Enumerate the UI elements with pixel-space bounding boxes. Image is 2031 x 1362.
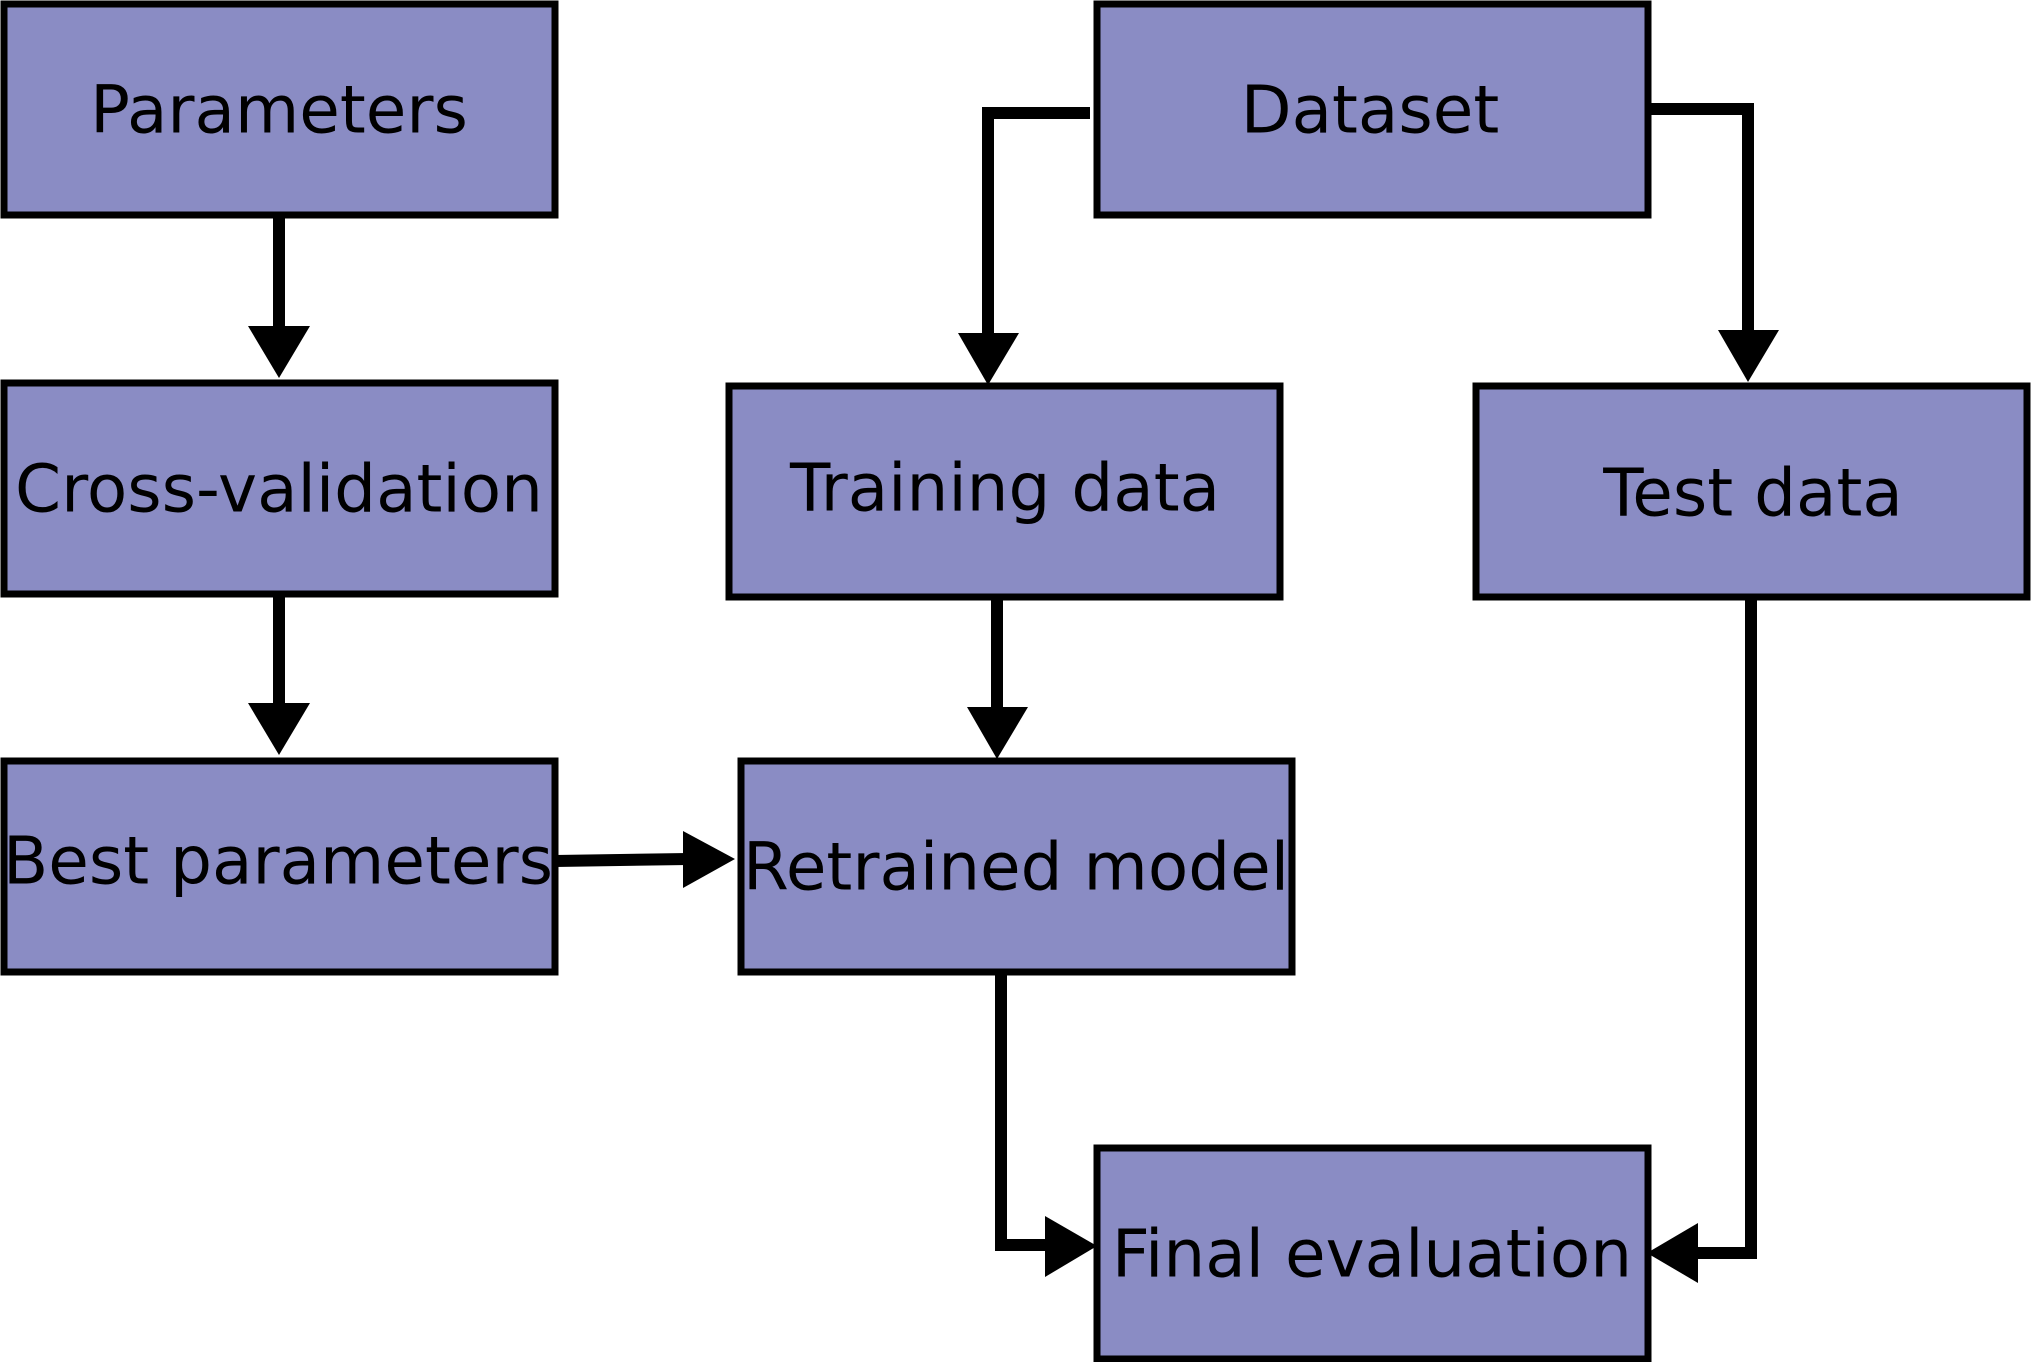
- node-final-evaluation: Final evaluation: [1093, 1144, 1652, 1362]
- node-best-parameters-label: Best parameters: [3, 823, 553, 900]
- node-cross-validation: Cross-validation: [0, 379, 559, 598]
- node-cross-validation-label: Cross-validation: [15, 451, 543, 528]
- edge-parameters-to-cross-validation: [248, 215, 310, 378]
- edge-dataset-to-training-data: [958, 107, 1090, 385]
- node-parameters-label: Parameters: [90, 72, 468, 149]
- edge-cross-validation-to-best-parameters: [248, 593, 310, 755]
- edge-training-data-to-retrained-model: [967, 597, 1028, 759]
- node-dataset-label: Dataset: [1241, 72, 1499, 149]
- node-retrained-model: Retrained model: [737, 757, 1296, 976]
- node-best-parameters: Best parameters: [0, 757, 559, 976]
- edge-dataset-to-test-data: [1649, 103, 1779, 382]
- node-final-evaluation-label: Final evaluation: [1112, 1216, 1632, 1293]
- edge-test-data-to-final-evaluation: [1647, 597, 1757, 1283]
- edge-best-parameters-to-retrained-model: [554, 831, 735, 888]
- node-dataset: Dataset: [1093, 0, 1652, 219]
- node-test-data-label: Test data: [1602, 455, 1903, 532]
- node-training-data-label: Training data: [789, 450, 1220, 527]
- node-parameters: Parameters: [0, 0, 559, 219]
- node-test-data: Test data: [1472, 382, 2031, 601]
- node-retrained-model-label: Retrained model: [743, 829, 1289, 906]
- edge-retrained-model-to-final-evaluation: [995, 972, 1097, 1277]
- edges: [248, 103, 1779, 1283]
- node-training-data: Training data: [725, 382, 1284, 601]
